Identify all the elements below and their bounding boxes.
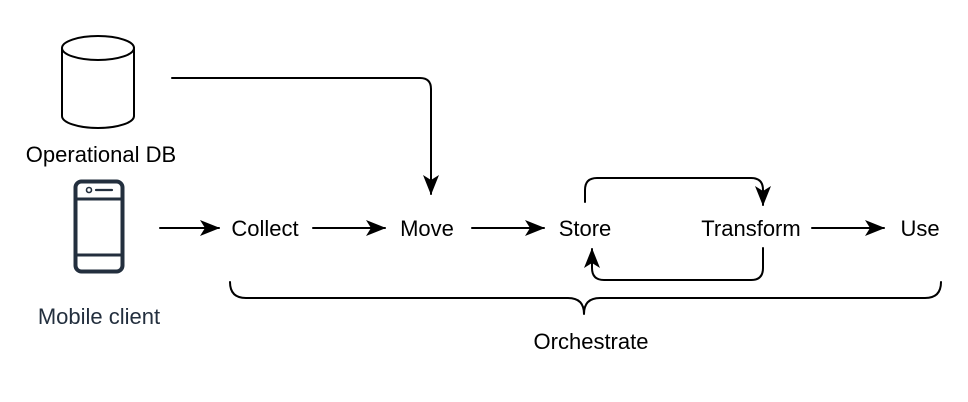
transform-to-store-loop-arrow bbox=[584, 247, 764, 281]
stage-use: Use bbox=[900, 216, 939, 241]
database-to-move-arrow bbox=[171, 77, 439, 195]
orchestrate-brace bbox=[229, 281, 942, 315]
stage-store: Store bbox=[559, 216, 612, 241]
stage-collect: Collect bbox=[231, 216, 298, 241]
orchestrate-label: Orchestrate bbox=[534, 329, 649, 354]
database-icon bbox=[61, 35, 135, 129]
stage-transform: Transform bbox=[701, 216, 800, 241]
mobile-phone-icon bbox=[73, 179, 125, 274]
database-label: Operational DB bbox=[26, 142, 176, 167]
store-to-transform-loop-arrow bbox=[584, 177, 771, 206]
stage-move: Move bbox=[400, 216, 454, 241]
mobile-client-label: Mobile client bbox=[38, 304, 160, 329]
